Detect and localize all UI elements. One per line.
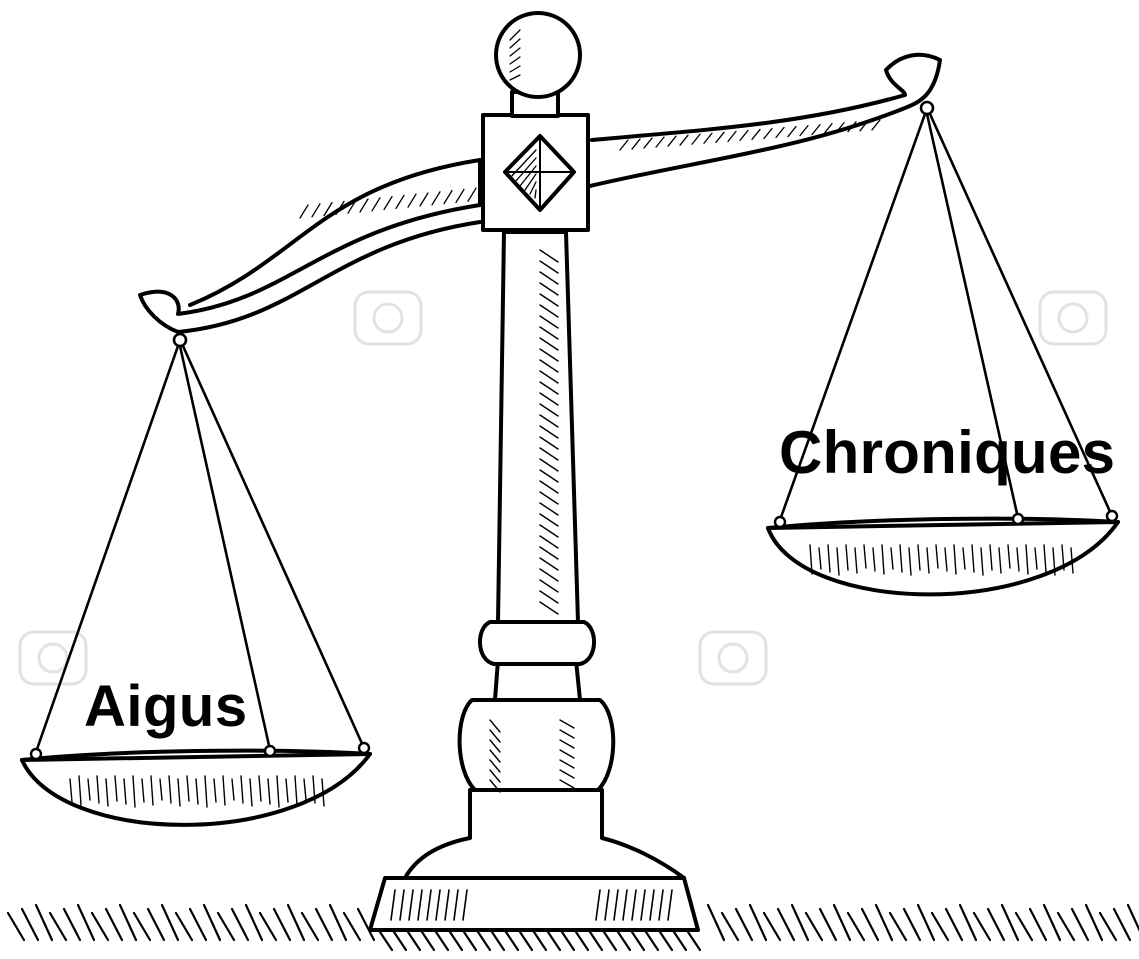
- right-pan-label: Chroniques: [779, 418, 1115, 487]
- scale-knob-lower: [460, 700, 614, 790]
- scale-pillar: [498, 232, 578, 622]
- right-pan: [768, 511, 1118, 594]
- left-pan-label: Aigus: [84, 673, 248, 740]
- scale-finial: [496, 13, 580, 97]
